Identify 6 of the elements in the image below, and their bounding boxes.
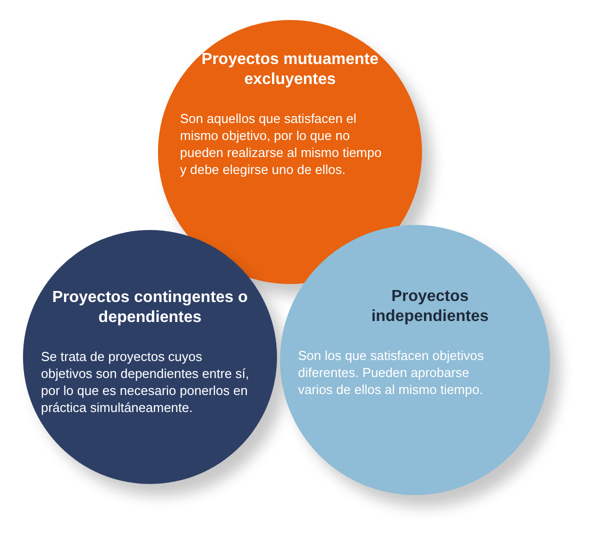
circle-heading: Proyectos contingentes o dependientes <box>51 288 249 328</box>
circle-heading: Proyectos independientes <box>370 287 490 327</box>
circle-heading: Proyectos mutuamente excluyentes <box>200 50 380 90</box>
circle-description: Son aquellos que satisfacen el mismo objetivo, por lo que no pueden realizarse al mismo tiempo y debe elegirse uno de ellos. <box>180 110 383 178</box>
circle-description: Son los que satisfacen objetivos diferentes. Pueden aprobarse varios de ellos al mismo tiempo. <box>298 347 485 398</box>
circle-description: Se trata de proyectos cuyos objetivos son dependientes entre sí, por lo que es necesario ponerlos en práctica simultáneamente. <box>41 348 250 416</box>
